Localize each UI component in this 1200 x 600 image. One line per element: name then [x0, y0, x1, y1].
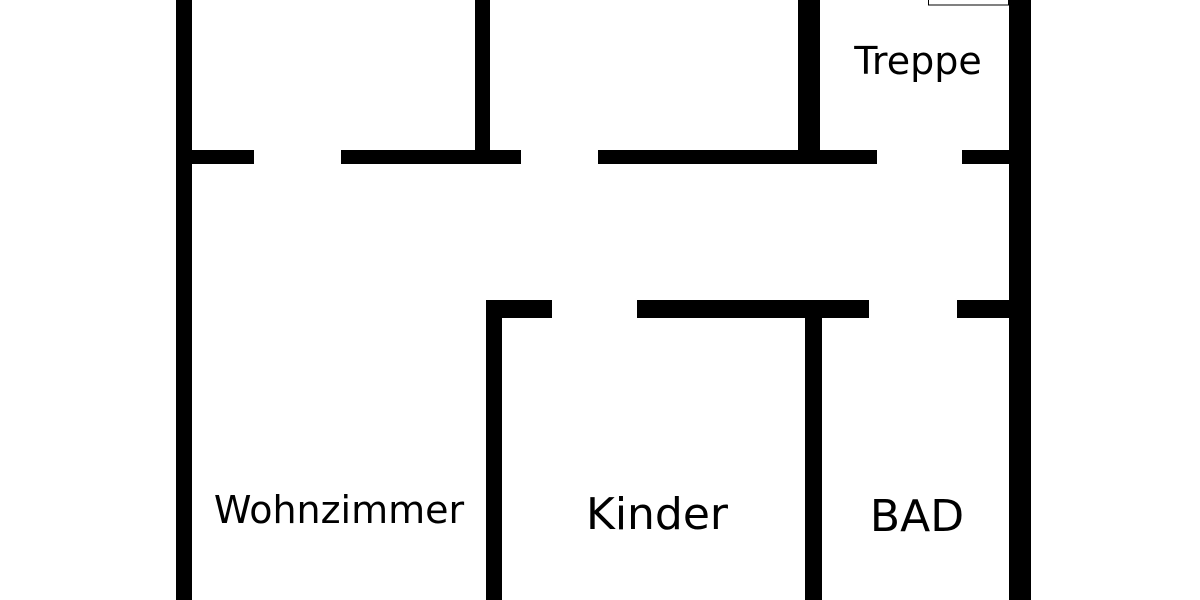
- room-label-wohnzimmer: Wohnzimmer: [214, 488, 465, 532]
- top-partition-wall-1: [475, 0, 490, 160]
- room-label-treppe: Treppe: [853, 39, 981, 83]
- lower-hall-wall-segment-2: [637, 300, 869, 318]
- outer-wall-left: [176, 0, 192, 600]
- outer-wall-right: [1009, 0, 1031, 600]
- lower-hall-wall-segment-3: [957, 300, 1009, 318]
- kinder-wall-left: [486, 300, 502, 600]
- room-label-bad: BAD: [870, 491, 964, 542]
- stair-marker: [928, 0, 1009, 6]
- upper-hall-wall-segment-4: [962, 150, 1009, 164]
- top-partition-wall-2: [798, 0, 820, 160]
- upper-hall-wall-segment-1: [192, 150, 254, 164]
- kinder-bad-partition-wall: [805, 300, 822, 600]
- room-label-kinder: Kinder: [586, 489, 729, 540]
- lower-hall-wall-segment-1: [486, 300, 552, 318]
- upper-hall-wall-segment-3: [598, 150, 877, 164]
- upper-hall-wall-segment-2: [341, 150, 521, 164]
